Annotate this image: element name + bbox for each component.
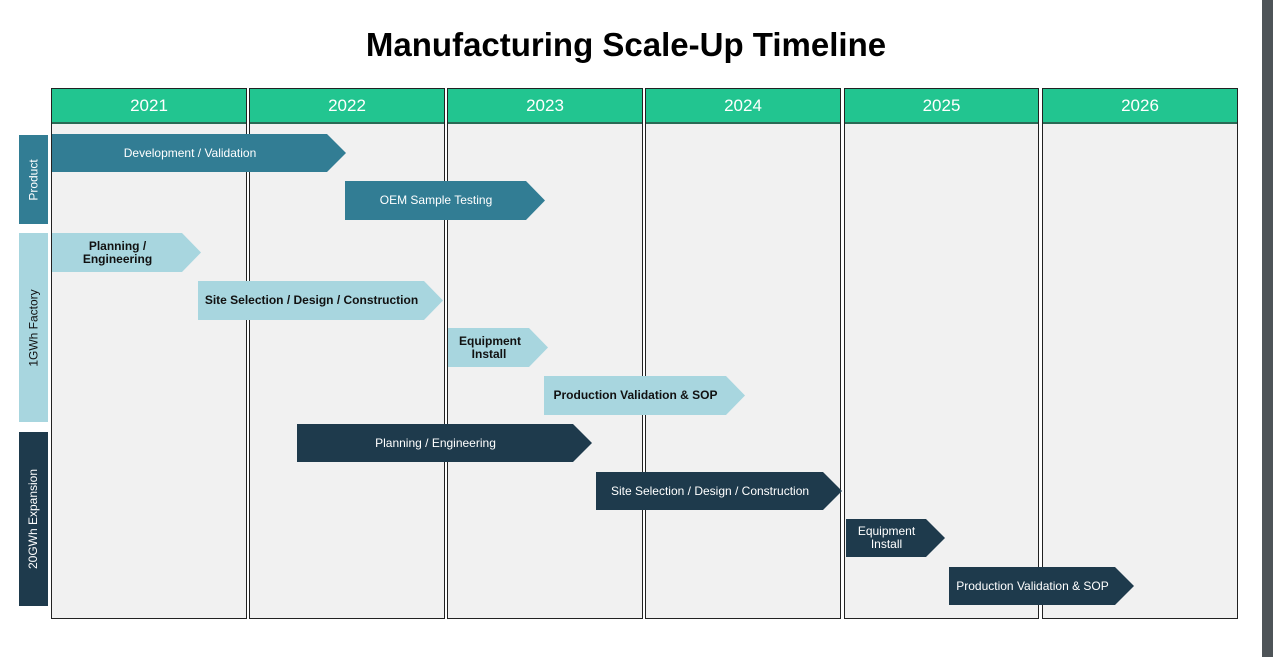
year-header: 2022 [250,89,444,124]
task-bar: OEM Sample Testing [345,181,545,220]
task-bar: Site Selection / Design / Construction [198,281,443,320]
year-column: 2023 [447,88,643,619]
year-header: 2025 [845,89,1038,124]
category-product: Product [19,135,48,224]
year-header: 2023 [448,89,642,124]
year-column: 2026 [1042,88,1238,619]
category-1gwh-factory: 1GWh Factory [19,233,48,422]
task-bar: Site Selection / Design / Construction [596,472,842,510]
task-bar: Planning / Engineering [297,424,592,462]
task-bar: Production Validation & SOP [544,376,745,415]
year-column: 2021 [51,88,247,619]
task-bar: Equipment Install [448,328,548,367]
task-bar: Development / Validation [52,134,346,172]
task-label: Planning / Engineering [82,238,153,266]
scrollbar[interactable] [1262,0,1273,657]
task-label: Equipment Install [459,333,521,361]
category-label: 20GWh Expansion [26,468,41,570]
task-bar: Equipment Install [846,519,945,557]
category-label: 1GWh Factory [26,288,41,367]
task-bar: Planning / Engineering [52,233,201,272]
year-header: 2021 [52,89,246,124]
page-title: Manufacturing Scale-Up Timeline [365,26,887,63]
year-column: 2024 [645,88,841,619]
year-header: 2026 [1043,89,1237,124]
category-20gwh-expansion: 20GWh Expansion [19,432,48,606]
task-bar: Production Validation & SOP [949,567,1134,605]
task-label: Equipment Install [857,524,916,551]
year-header: 2024 [646,89,840,124]
category-label: Product [26,158,41,201]
year-column: 2022 [249,88,445,619]
